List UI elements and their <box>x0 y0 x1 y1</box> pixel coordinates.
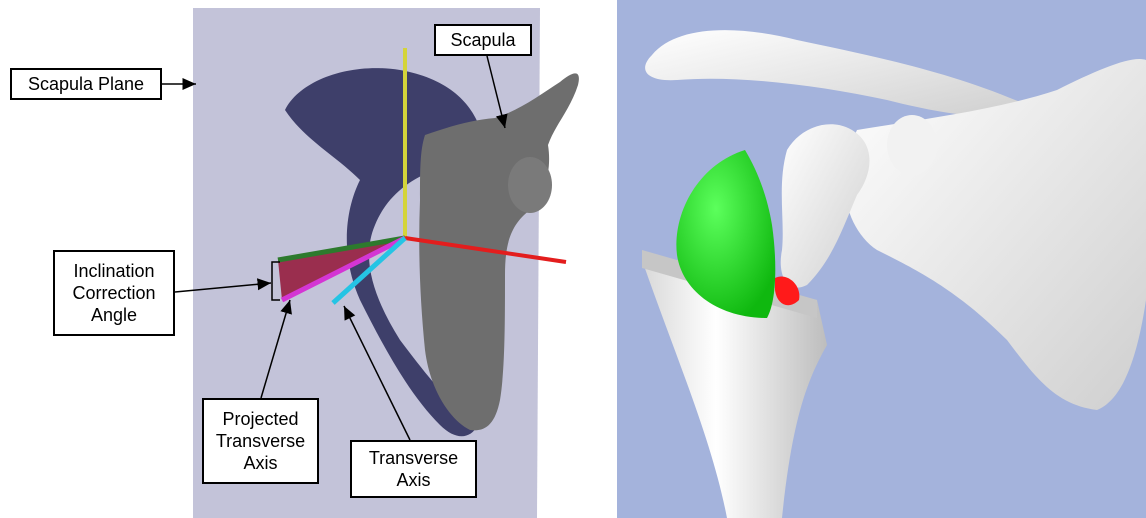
coracoid-process <box>508 157 552 213</box>
scapula-label: Scapula <box>434 24 532 56</box>
transverse-line2: Axis <box>396 469 430 491</box>
scapula-label-text: Scapula <box>450 29 515 51</box>
projected-transverse-axis-label: Projected Transverse Axis <box>202 398 319 484</box>
inclination-line2: Correction <box>72 282 155 304</box>
transverse-axis-label: Transverse Axis <box>350 440 477 498</box>
glenoid-knob <box>887 115 937 175</box>
inclination-line3: Angle <box>91 304 137 326</box>
inclination-line1: Inclination <box>73 260 154 282</box>
left-panel-scapula-plane-diagram: Scapula Plane Scapula Inclination Correc… <box>0 0 600 518</box>
transverse-line1: Transverse <box>369 447 458 469</box>
shoulder-render <box>617 0 1146 518</box>
scapula-plane-label-text: Scapula Plane <box>28 73 144 95</box>
projected-line3: Axis <box>243 452 277 474</box>
projected-line2: Transverse <box>216 430 305 452</box>
projected-line1: Projected <box>222 408 298 430</box>
inclination-correction-angle-label: Inclination Correction Angle <box>53 250 175 336</box>
right-panel-shoulder-render <box>617 0 1146 518</box>
scapula-plane-label: Scapula Plane <box>10 68 162 100</box>
